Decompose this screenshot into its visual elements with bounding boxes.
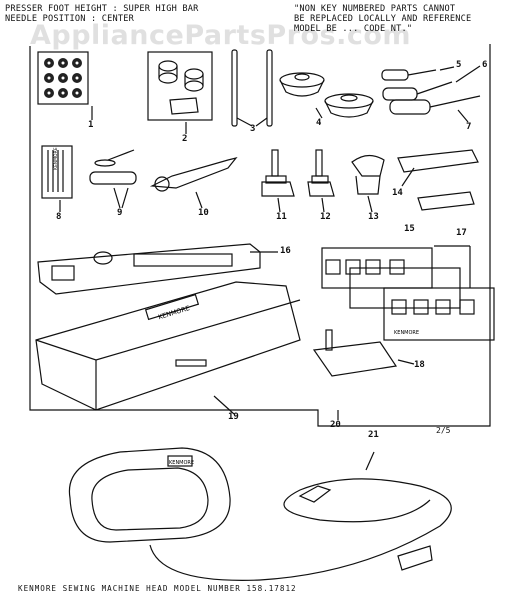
callout-5: 5 (456, 60, 462, 70)
callout-6: 6 (482, 60, 488, 70)
header-note-line3: MODEL BE ... CODE NT." (294, 24, 413, 34)
header-note-line2: BE REPLACED LOCALLY AND REFERENCE (294, 14, 472, 24)
callout-4: 4 (316, 118, 322, 128)
page-mark: 2/5 (436, 426, 451, 435)
plates-parts14-15 (397, 149, 479, 211)
callout-2: 2 (182, 134, 188, 144)
screwdrivers-parts5-7 (381, 65, 481, 123)
callout-1: 1 (88, 120, 94, 130)
callout-18: 18 (414, 360, 425, 370)
rods-part3 (231, 49, 273, 127)
callout-20: 20 (330, 420, 341, 430)
needle-pack-part8 (41, 145, 73, 212)
bobbin-card-part1 (37, 51, 93, 120)
foot-control-part21 (68, 447, 452, 581)
spool-card-part2 (147, 51, 213, 134)
oiler-part10 (149, 156, 238, 209)
callout-12: 12 (320, 212, 331, 222)
callout-8: 8 (56, 212, 62, 222)
seam-ripper-part9 (89, 149, 137, 209)
callout-16: 16 (280, 246, 291, 256)
callout-19: 19 (228, 412, 239, 422)
watermark: AppliancePartsPros.com (30, 20, 412, 51)
spool-caps-part4 (279, 72, 374, 119)
storage-case-part19 (35, 281, 301, 415)
frame-outline (29, 44, 491, 427)
attachment-tray-part16 (37, 243, 278, 295)
case-lid-label: KENMORE (157, 304, 191, 321)
callout-14: 14 (392, 188, 403, 198)
header-note-line1: "NON KEY NUMBERED PARTS CANNOT (294, 4, 456, 14)
header-presser-foot: PRESSER FOOT HEIGHT : SUPER HIGH BAR (5, 4, 199, 14)
pattern-cards-part17 (321, 245, 495, 341)
callout-10: 10 (198, 208, 209, 218)
needle-pack-label: KENMORE (53, 147, 59, 170)
footer-model-line: KENMORE SEWING MACHINE HEAD MODEL NUMBER… (18, 584, 297, 593)
callout-17: 17 (456, 228, 467, 238)
callout-7: 7 (466, 122, 472, 132)
presser-feet-parts11-13 (261, 149, 385, 213)
buttonhole-foot-part18 (312, 329, 415, 377)
header-needle-position: NEEDLE POSITION : CENTER (5, 14, 134, 24)
cards-label: KENMORE (394, 330, 419, 336)
callout-9: 9 (117, 208, 123, 218)
callout-21: 21 (368, 430, 379, 440)
callout-15: 15 (404, 224, 415, 234)
callout-3: 3 (250, 124, 256, 134)
foot-control-label: KENMORE (169, 460, 194, 466)
callout-11: 11 (276, 212, 287, 222)
callout-13: 13 (368, 212, 379, 222)
